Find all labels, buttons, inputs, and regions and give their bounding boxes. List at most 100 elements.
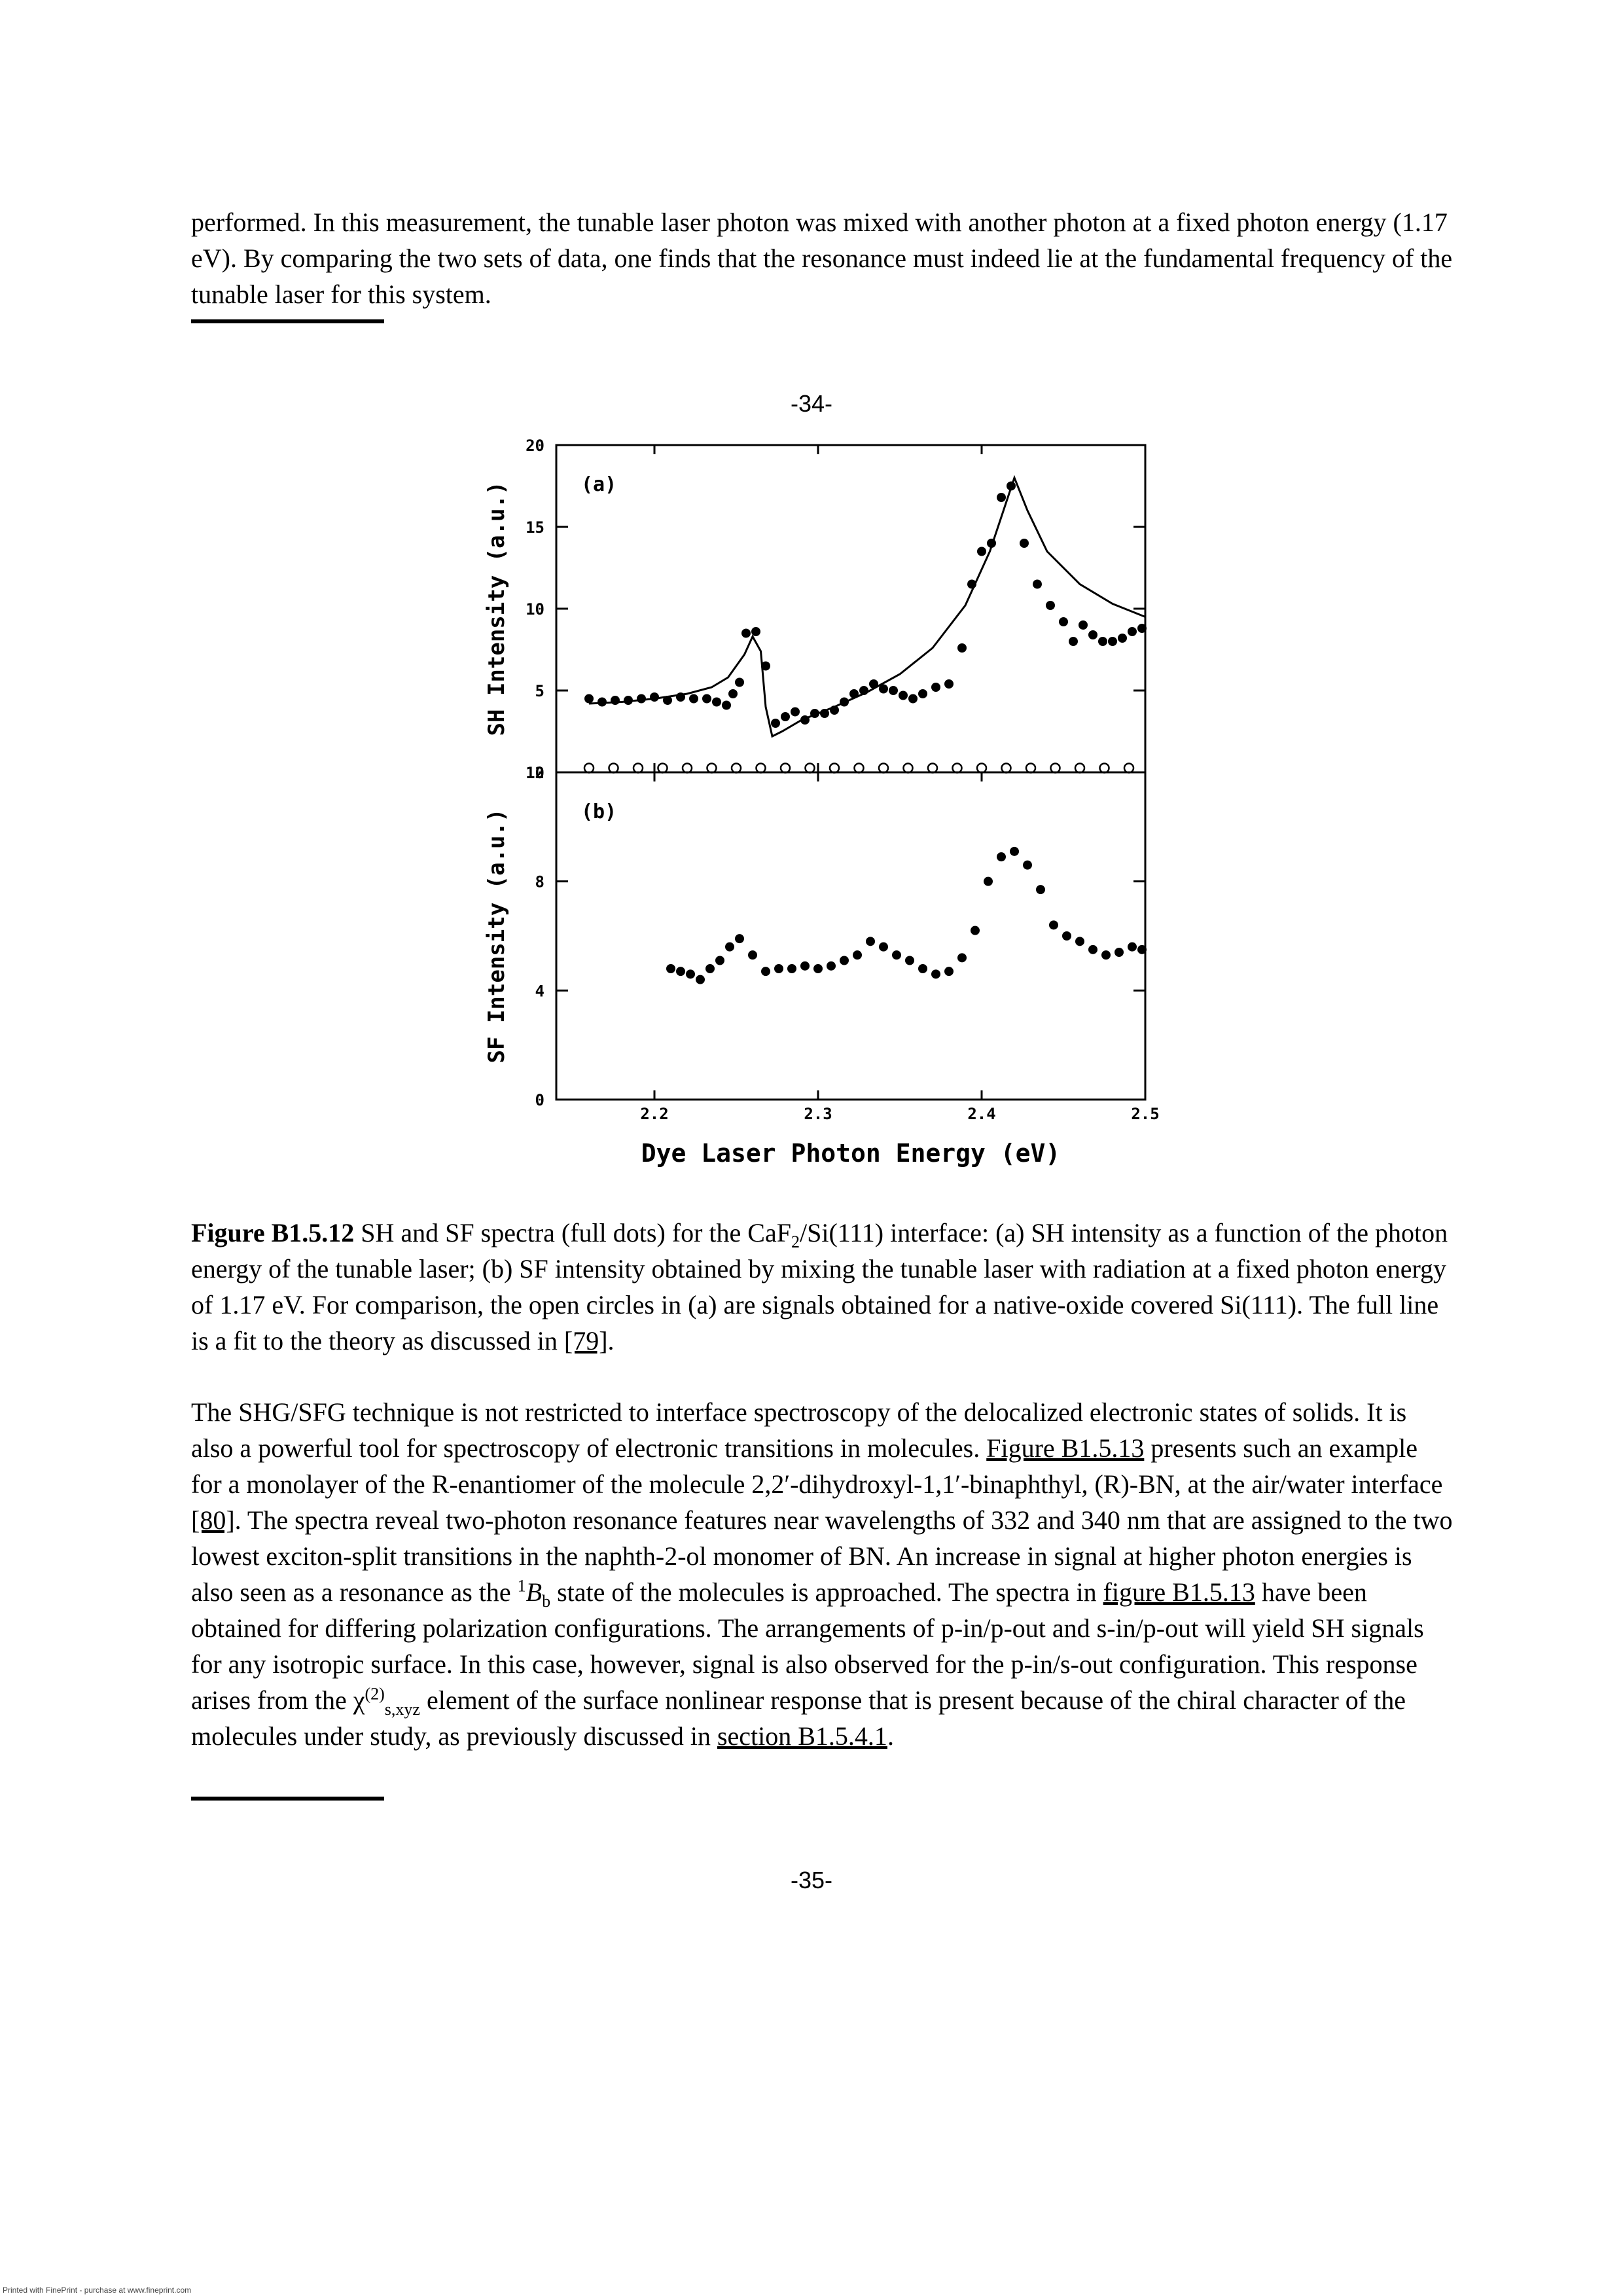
panel-b-data-point (879, 942, 888, 952)
panel-b-data-point (800, 961, 810, 971)
panel-a-data-point (899, 691, 908, 700)
panel-b-ytick-label: 4 (535, 982, 544, 1000)
panel-b-data-point (957, 953, 967, 963)
panel-a-open-circle (681, 762, 693, 774)
chi-subscript: s,xyz (384, 1700, 420, 1719)
panel-b-ytick-label: 8 (535, 873, 544, 891)
x-tick-label: 2.4 (967, 1105, 995, 1123)
panel-b-data-point (1075, 937, 1084, 946)
panel-a-label: (a) (581, 473, 616, 496)
panel-a-open-circle (878, 762, 889, 774)
panel-a-data-point (944, 679, 954, 689)
panel-a-open-circle (730, 762, 742, 774)
panel-b-data-point (1010, 846, 1019, 856)
panel-a-data-point (712, 697, 721, 707)
panel-a-data-point (781, 712, 790, 721)
panel-b-data-point (696, 975, 705, 984)
panel-b-data-point (787, 964, 796, 973)
section-rule-top (191, 319, 384, 323)
figure-link-b1-5-13-lower[interactable]: figure B1.5.13 (1103, 1577, 1255, 1607)
state-symbol: B (526, 1577, 543, 1607)
state-subscript: b (542, 1592, 551, 1611)
panel-a-open-circle (1099, 762, 1110, 774)
panel-a-open-circle (583, 762, 595, 774)
panel-b-data-point (1128, 942, 1137, 952)
panel-a-data-point (1098, 637, 1107, 646)
panel-a-data-point (584, 694, 594, 704)
panel-b-data-point (725, 942, 734, 952)
panel-b-data-point (748, 950, 757, 960)
panel-b-ytick-label: 12 (526, 764, 544, 782)
body-text-3: . The spectra reveal two-photon resonanc… (191, 1505, 1453, 1607)
panel-a-ylabel: SH Intensity (a.u.) (484, 482, 510, 736)
panel-b-data-point (918, 964, 927, 973)
panel-b-label: (b) (581, 800, 616, 823)
body-text-2: presents such an example for a monolayer… (191, 1433, 1443, 1499)
panel-b-data-point (715, 956, 724, 965)
panel-a-fit-line (588, 475, 1146, 738)
panel-a-data-point (761, 661, 770, 671)
panel-a-open-circle (952, 762, 963, 774)
panel-b-data-point (774, 964, 783, 973)
panel-b: 0 4 8 12 SF Intensity (a.u.) (b) (484, 764, 1147, 1109)
panel-a-data-point (722, 700, 731, 710)
panel-a-data-point (918, 689, 927, 698)
reference-link-79[interactable]: [79] (563, 1326, 608, 1355)
body-text-5: have been obtained for differing polariz… (191, 1577, 1424, 1715)
panel-b-data-point (1101, 950, 1111, 960)
panel-a-ytick-label: 20 (526, 437, 544, 455)
caption-text-3: . (607, 1326, 615, 1355)
panel-b-data-point (705, 964, 715, 973)
panel-b-data-point (1137, 944, 1147, 954)
panel-b-data-point (866, 937, 875, 946)
panel-b-data-point (1088, 944, 1097, 954)
panel-a-ytick-label: 10 (526, 600, 544, 619)
panel-b-data-point (905, 956, 914, 965)
panel-a-open-circle (755, 762, 766, 774)
panel-a-data-point (791, 707, 800, 717)
x-tick-label: 2.3 (804, 1105, 832, 1123)
panel-a-data-point (650, 692, 659, 702)
panel-b-data-point (840, 956, 849, 965)
panel-a-data-point (1033, 579, 1042, 589)
x-axis-label: Dye Laser Photon Energy (eV) (641, 1139, 1061, 1168)
panel-a-data-point (728, 689, 738, 698)
section-link-b1-5-4-1[interactable]: section B1.5.4.1 (717, 1721, 887, 1751)
panel-a-frame (555, 444, 1147, 774)
reference-link-80[interactable]: [80] (191, 1505, 235, 1535)
panel-b-data-point (892, 950, 901, 960)
body-text-6: element of the surface nonlinear respons… (191, 1685, 1406, 1751)
panel-a-data-point (741, 628, 751, 638)
caption-text-2: /Si(111) interface: (a) SH intensity as … (191, 1218, 1448, 1355)
figure-link-b1-5-13[interactable]: Figure B1.5.13 (986, 1433, 1145, 1463)
panel-b-data-point (1049, 920, 1058, 930)
panel-a-open-circle (657, 762, 668, 774)
panel-a-open-circle (608, 762, 619, 774)
panel-a-data-point (977, 547, 986, 556)
caption-text-1: SH and SF spectra (full dots) for the Ca… (354, 1218, 791, 1247)
panel-a-ytick-label: 15 (526, 518, 544, 537)
chi-symbol: χ (353, 1685, 365, 1715)
caption-label: Figure B1.5.12 (191, 1218, 355, 1247)
panel-a-data-point (1137, 624, 1147, 633)
x-tick-label: 2.5 (1131, 1105, 1159, 1123)
panel-b-ytick-label: 0 (535, 1091, 544, 1109)
panel-a-data-point (771, 719, 780, 728)
print-footer: Printed with FinePrint - purchase at www… (3, 2286, 192, 2295)
panel-b-data-point (984, 876, 993, 886)
panel-a-open-circle (1074, 762, 1086, 774)
panel-b-data-point (931, 969, 940, 979)
panel-a-data-point (735, 677, 744, 687)
panel-b-data-point (1036, 885, 1045, 895)
panel-a-open-circle (706, 762, 717, 774)
panel-a-open-circle (927, 762, 938, 774)
chi-superscript: (2) (365, 1684, 385, 1704)
panel-b-data-point (1062, 931, 1071, 941)
panel-a-ytick-label: 0 (535, 764, 544, 782)
page-number-top: -34- (790, 390, 833, 417)
body-text-4: state of the molecules is approached. Th… (550, 1577, 1103, 1607)
body-text-1: The SHG/SFG technique is not restricted … (191, 1397, 1407, 1463)
panel-b-ylabel: SF Intensity (a.u.) (484, 809, 510, 1064)
